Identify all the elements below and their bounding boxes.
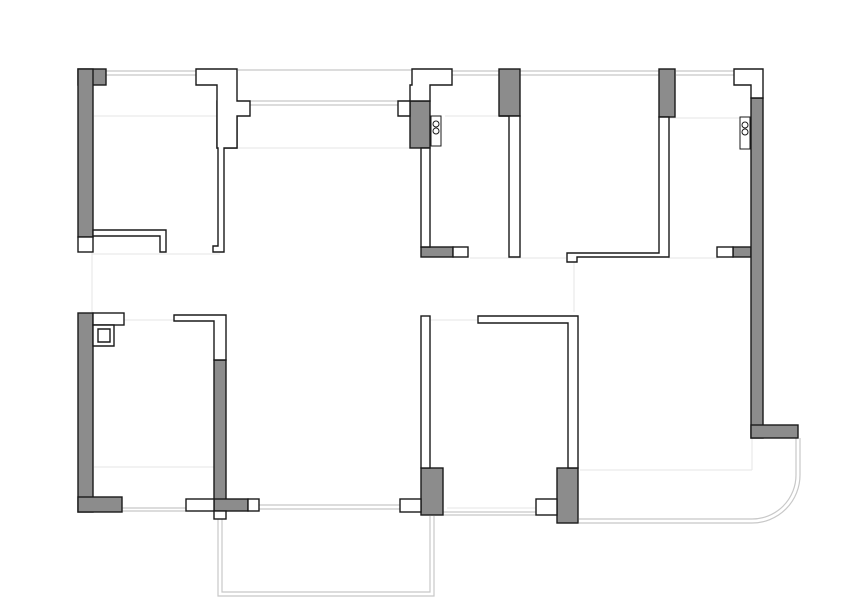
partition-wall [499, 115, 521, 258]
structural-column [556, 467, 579, 524]
partition-wall [477, 315, 579, 469]
curved-balcony [579, 438, 797, 520]
balcony-outline [217, 516, 435, 597]
closet-cabinet [92, 324, 115, 347]
wall-end [247, 498, 260, 512]
wall-end [452, 246, 469, 258]
wall-end [185, 498, 215, 512]
stove-icon [430, 115, 442, 147]
wall-end [535, 498, 558, 516]
partition-wall [733, 68, 764, 99]
guide-lines [91, 115, 753, 509]
structural-wall [77, 68, 94, 238]
partition-wall [566, 116, 670, 263]
wall-end [716, 246, 734, 258]
wall-end [77, 236, 94, 253]
structural-wall [77, 496, 123, 513]
partition-wall [397, 68, 453, 117]
balcony-outline [221, 516, 431, 593]
structural-column [213, 498, 249, 512]
structural-column [409, 100, 431, 149]
structural-column [498, 68, 521, 117]
structural-wall [77, 312, 94, 513]
curved-balcony [579, 438, 801, 524]
partition-wall [173, 314, 227, 361]
structural-wall [750, 424, 799, 439]
partition-wall [92, 229, 167, 253]
structural-wall [732, 246, 752, 258]
partition-wall [420, 147, 431, 248]
kitchen-fixtures [430, 115, 751, 150]
structural-wall [420, 246, 454, 258]
stove-icon [739, 116, 751, 150]
wall-end [213, 510, 227, 520]
structural-column [420, 467, 444, 516]
window-lines [106, 69, 801, 597]
partition-walls [77, 68, 764, 520]
closet-cabinet [92, 312, 125, 326]
partition-wall [420, 315, 431, 469]
structural-wall [750, 97, 764, 439]
partition-wall [195, 68, 251, 253]
structural-column [658, 68, 676, 118]
wall-end [399, 498, 422, 513]
structural-wall [213, 359, 227, 501]
